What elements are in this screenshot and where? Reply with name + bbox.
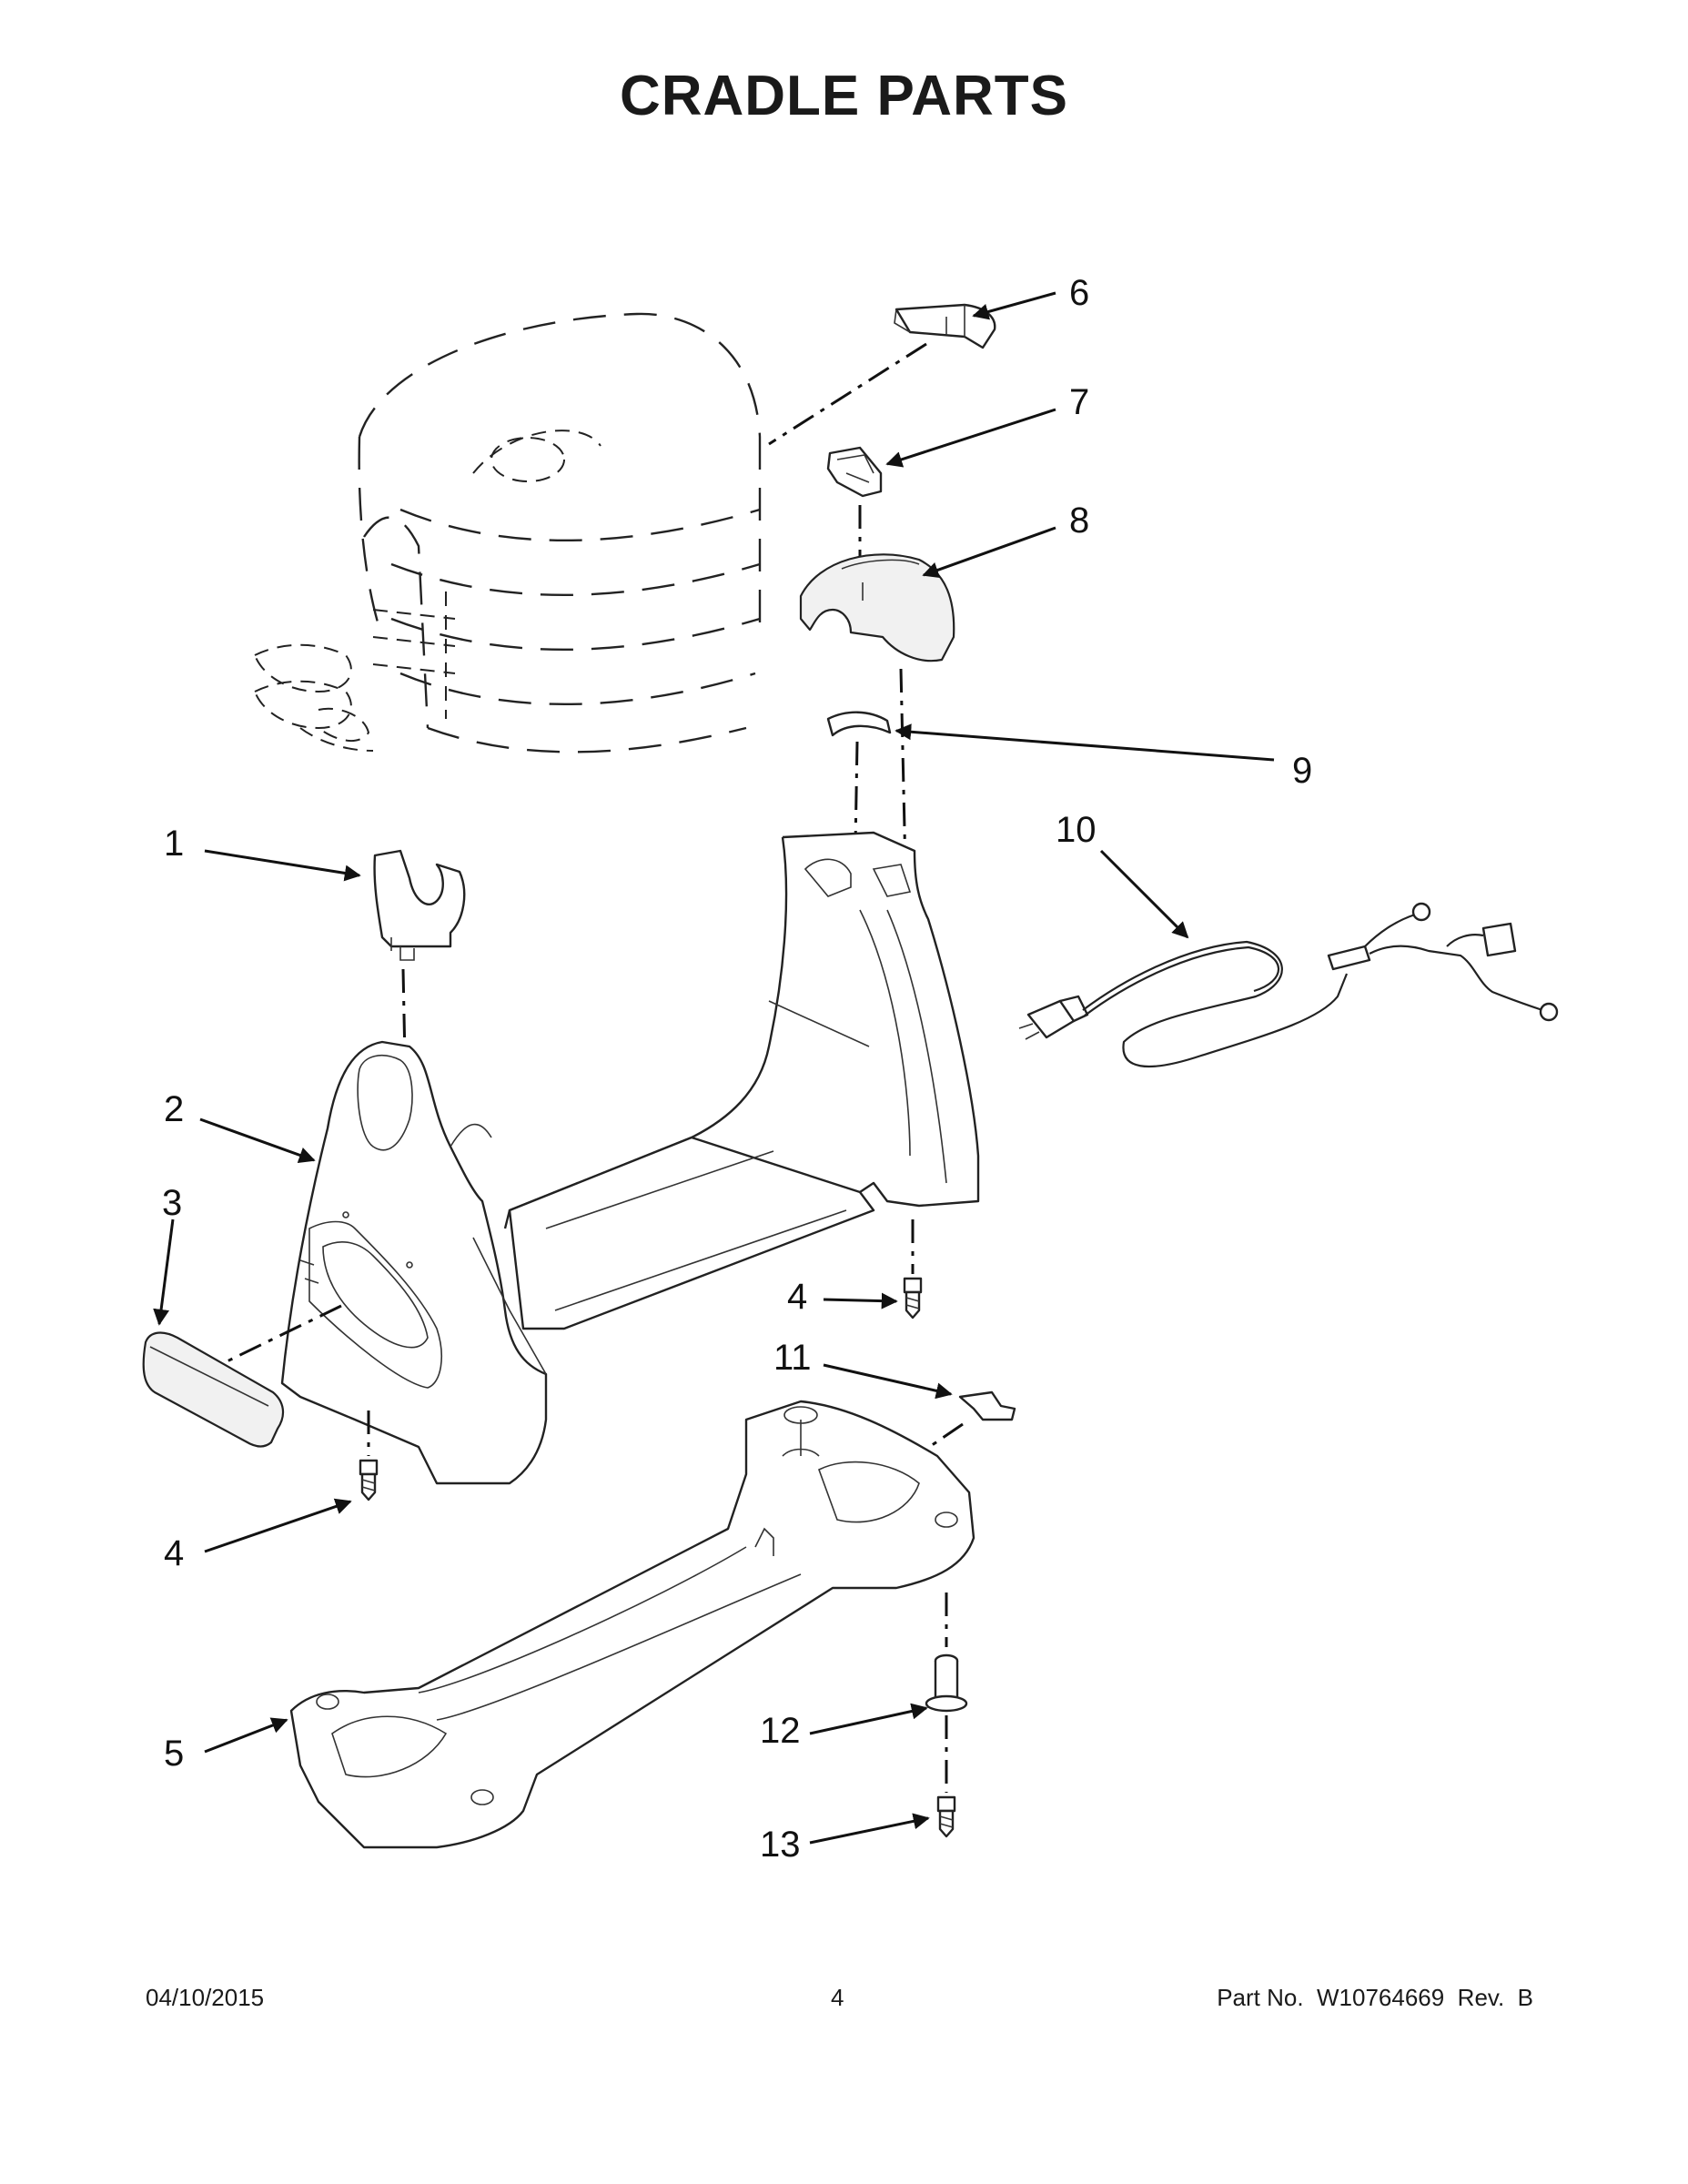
part-4-screw-left bbox=[359, 1459, 379, 1502]
callout-5: 5 bbox=[164, 1734, 184, 1774]
phantom-drum bbox=[253, 312, 762, 753]
footer-page-number: 4 bbox=[831, 1984, 844, 2011]
callout-4: 4 bbox=[787, 1277, 807, 1317]
part-5-base-plate bbox=[289, 1400, 975, 1849]
leader-lines bbox=[153, 291, 1275, 1845]
part-10-power-cord bbox=[1018, 902, 1559, 1068]
part-8-arm-cover bbox=[799, 553, 955, 662]
part-12-foot bbox=[925, 1653, 968, 1713]
part-4-screw-right bbox=[903, 1277, 923, 1320]
callout-12: 12 bbox=[760, 1711, 801, 1751]
callout-10: 10 bbox=[1056, 810, 1097, 850]
part-1-saddle bbox=[373, 849, 466, 961]
footer-date: 04/10/2015 bbox=[146, 1984, 265, 2011]
part-6-trim-cap bbox=[894, 303, 996, 349]
callout-8: 8 bbox=[1069, 500, 1089, 541]
part-9-bushing bbox=[826, 711, 892, 737]
callout-7: 7 bbox=[1069, 382, 1089, 422]
part-13-screw bbox=[936, 1795, 956, 1838]
page-title: CRADLE PARTS bbox=[619, 65, 1069, 127]
callout-2: 2 bbox=[164, 1089, 184, 1129]
callout-6: 6 bbox=[1069, 273, 1089, 313]
callout-13: 13 bbox=[760, 1825, 801, 1865]
callout-4: 4 bbox=[164, 1533, 184, 1573]
part-11-clip bbox=[958, 1390, 1016, 1421]
part-3-nameplate bbox=[142, 1331, 285, 1448]
callout-11: 11 bbox=[773, 1338, 812, 1378]
footer-part-number: Part No. W10764669 Rev. B bbox=[1217, 1984, 1533, 2011]
callout-1: 1 bbox=[164, 824, 184, 864]
callout-3: 3 bbox=[162, 1183, 182, 1223]
callout-9: 9 bbox=[1292, 751, 1312, 791]
part-2-cradle-frame bbox=[280, 831, 980, 1485]
callout-numbers: 1 2 3 4 4 5 6 7 8 9 10 11 12 13 bbox=[162, 273, 1312, 1865]
part-7-latch bbox=[826, 446, 883, 498]
